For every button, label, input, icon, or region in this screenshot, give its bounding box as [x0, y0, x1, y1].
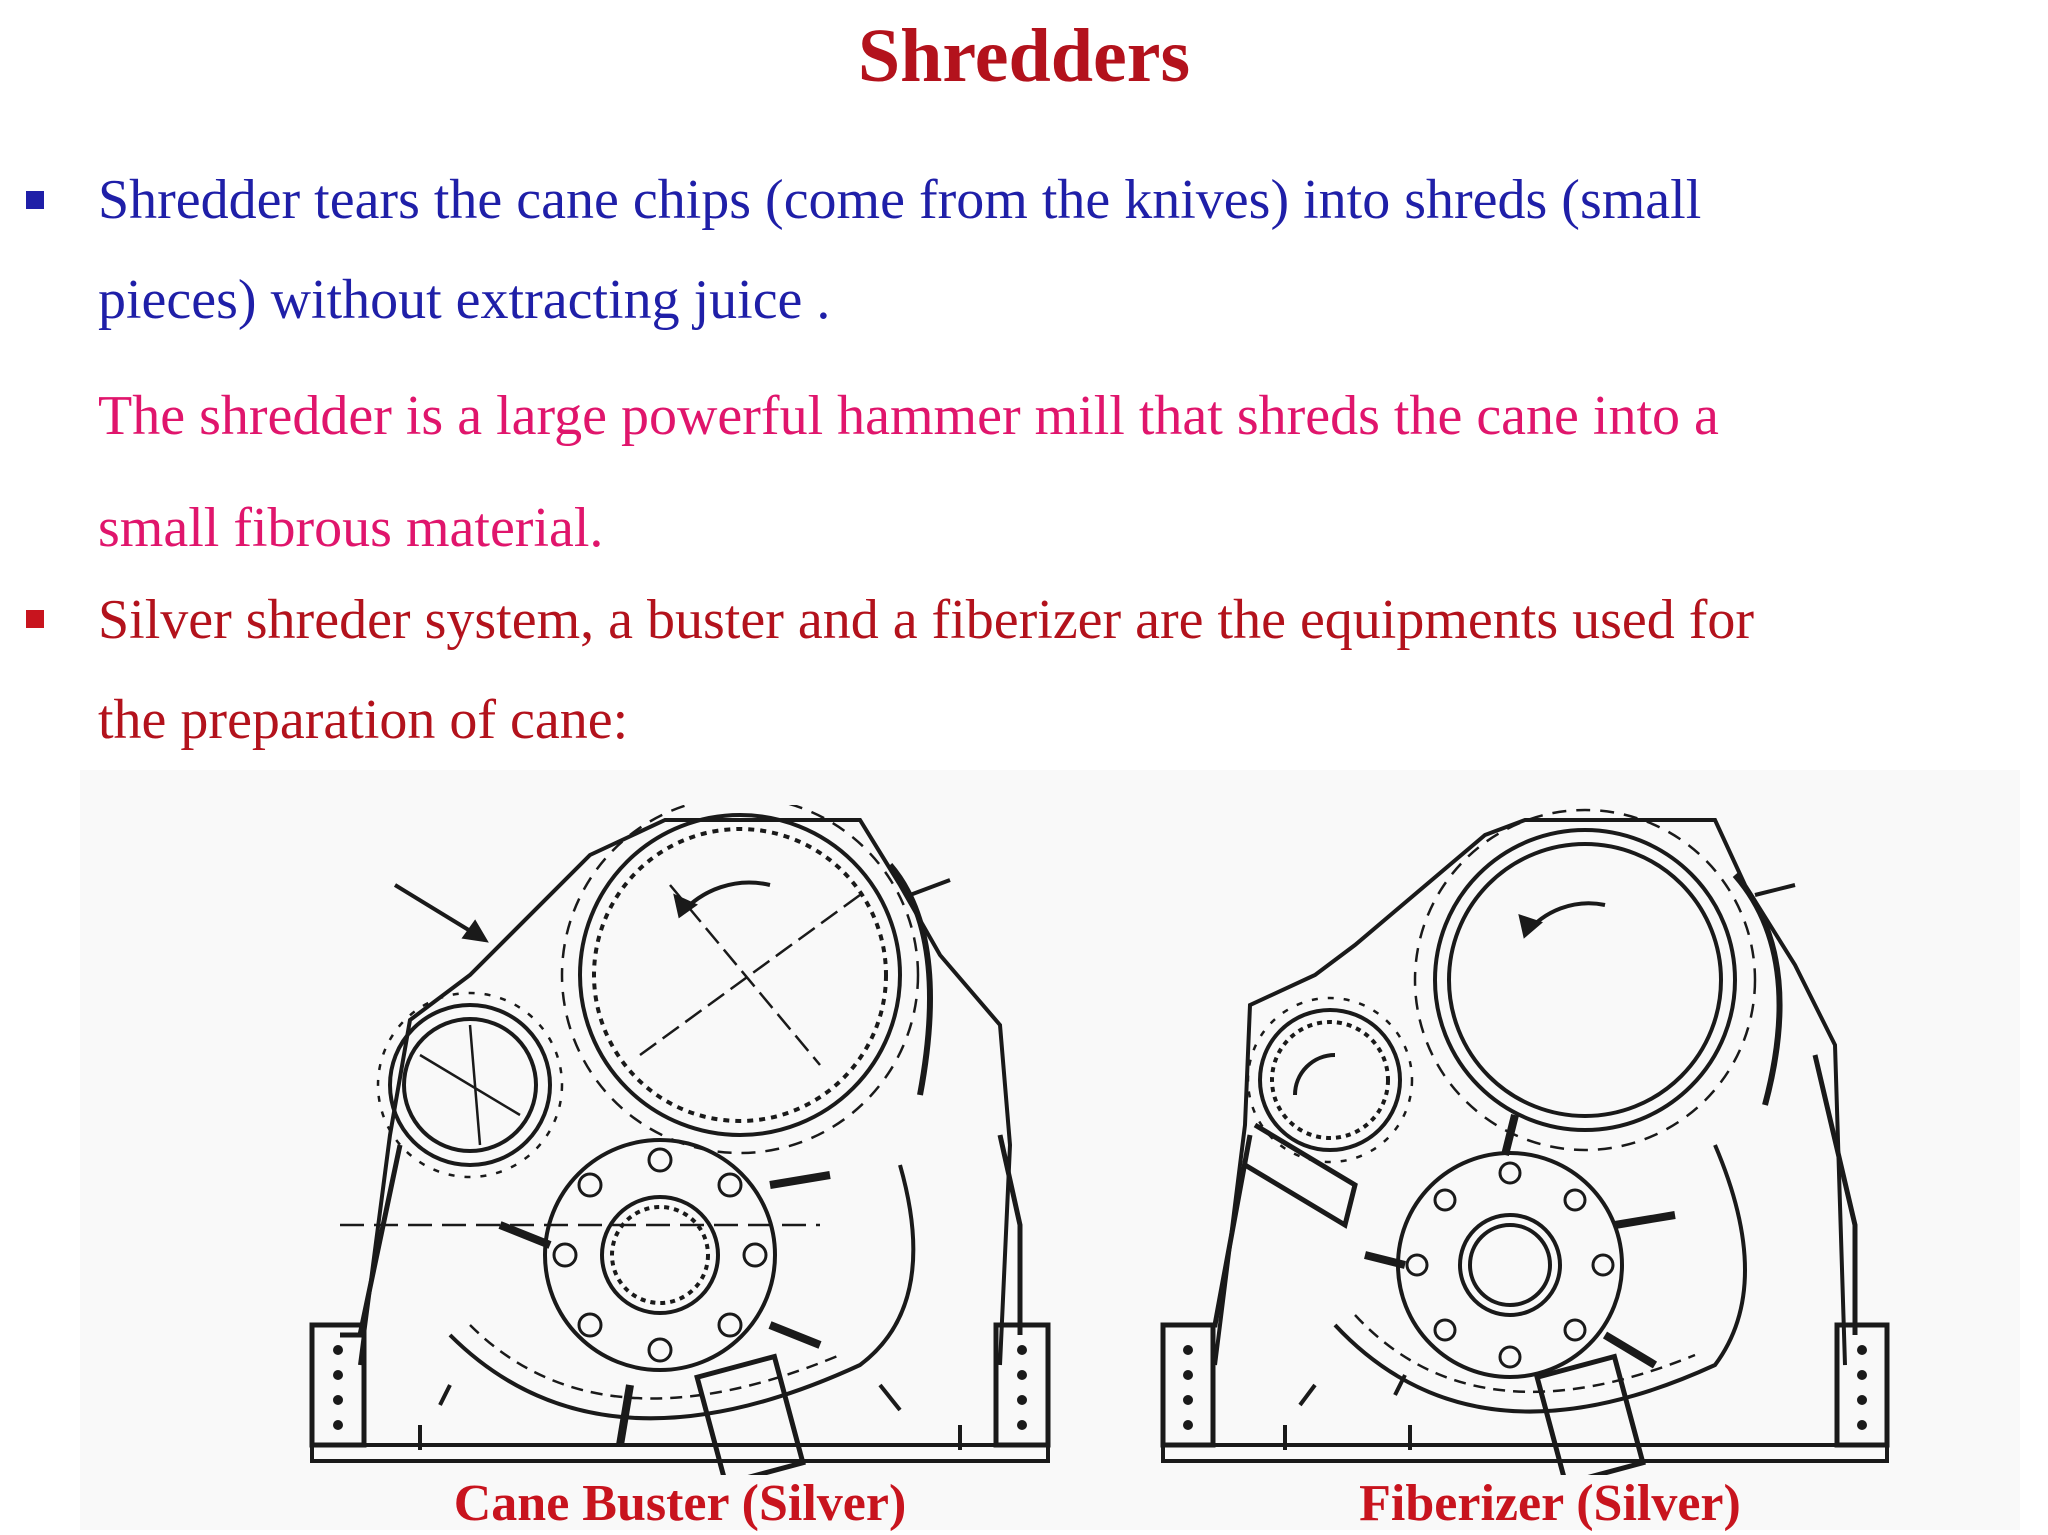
fiberizer-diagram: [1160, 808, 1890, 1475]
figure-caption-fiberizer: Fiberizer (Silver): [1359, 1475, 1741, 1532]
paragraph-hammer-mill: The shredder is a large powerful hammer …: [98, 360, 2018, 584]
paragraph-line: Silver shreder system, a buster and a fi…: [98, 589, 1755, 651]
bullet-marker: [26, 191, 44, 209]
paragraph-line: small fibrous material.: [98, 497, 604, 559]
paragraph-silver-system: Silver shreder system, a buster and a fi…: [98, 570, 2018, 770]
paragraph-line: Shredder tears the cane chips (come from…: [98, 169, 1702, 231]
page-title: Shredders: [857, 14, 1191, 98]
bullet-marker: [26, 610, 44, 628]
paragraph-line: The shredder is a large powerful hammer …: [98, 385, 1719, 447]
paragraph-line: the preparation of cane:: [98, 689, 629, 751]
cane-buster-diagram: [309, 805, 1051, 1475]
figure-caption-cane-buster: Cane Buster (Silver): [453, 1475, 907, 1532]
paragraph-line: pieces) without extracting juice .: [98, 269, 831, 331]
paragraph-shredder-definition: Shredder tears the cane chips (come from…: [98, 150, 2018, 350]
